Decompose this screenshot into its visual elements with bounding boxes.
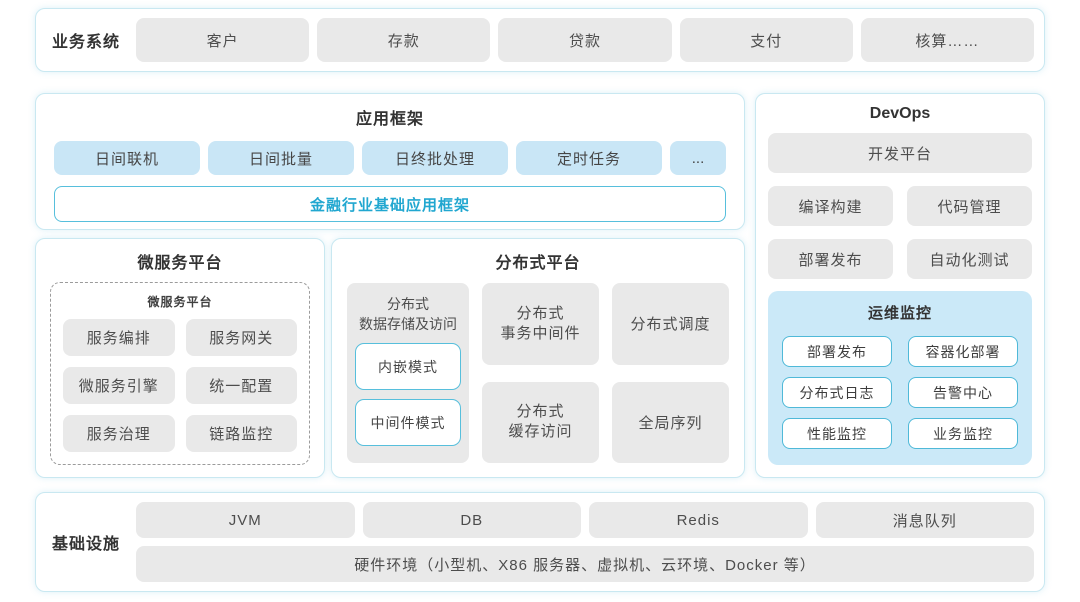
automated-testing-box: 自动化测试 (907, 239, 1032, 279)
ops-distributed-log-box: 分布式日志 (782, 377, 892, 408)
hardware-env-box: 硬件环境（小型机、X86 服务器、虚拟机、云环境、Docker 等） (136, 546, 1034, 582)
app-framework-title: 应用框架 (355, 111, 424, 128)
ops-deploy-release-box: 部署发布 (782, 336, 892, 367)
micro-item-tracing: 链路监控 (185, 415, 297, 452)
distributed-transaction-box: 分布式 事务中间件 (482, 283, 599, 365)
devops-title: DevOps (869, 105, 931, 122)
appfw-item-eod-batch: 日终批处理 (362, 141, 508, 175)
infra-item-mq: 消息队列 (815, 502, 1034, 538)
business-item-accounting: 核算…… (860, 18, 1035, 62)
micro-item-engine: 微服务引擎 (63, 367, 175, 404)
embedded-mode-box: 内嵌模式 (355, 343, 461, 391)
infra-item-redis: Redis (589, 502, 808, 538)
platforms-row: 微服务平台 微服务平台 服务编排 服务网关 微服务引擎 统一配置 服务治理 链路… (35, 238, 745, 478)
appfw-item-more: ... (670, 141, 726, 175)
hardware-env-row: 硬件环境（小型机、X86 服务器、虚拟机、云环境、Docker 等） (136, 546, 1034, 582)
distributed-platform-section: 分布式平台 分布式 数据存储及访问 内嵌模式 中间件模式 分布式 事务中间件 分… (331, 238, 745, 478)
ops-business-monitor-box: 业务监控 (908, 418, 1018, 449)
business-item-payment: 支付 (679, 18, 853, 62)
distributed-platform-title: 分布式平台 (495, 255, 581, 272)
infrastructure-section: 基础设施 JVM DB Redis 消息队列 硬件环境（小型机、X86 服务器、… (35, 492, 1045, 592)
appfw-item-daytime-online: 日间联机 (54, 141, 200, 175)
dev-platform-box: 开发平台 (768, 133, 1032, 173)
business-item-customer: 客户 (136, 18, 310, 62)
middle-area: 应用框架 日间联机 日间批量 日终批处理 定时任务 ... 金融行业基础应用框架… (35, 93, 1045, 478)
micro-item-orchestration: 服务编排 (63, 319, 175, 356)
microservice-inner-title: 微服务平台 (147, 295, 213, 309)
business-systems-section: 业务系统 客户 存款 贷款 支付 核算…… (35, 8, 1045, 72)
distributed-storage-label: 分布式 数据存储及访问 (359, 296, 457, 332)
infra-item-db: DB (362, 502, 581, 538)
business-systems-label: 业务系统 (51, 34, 120, 51)
devops-section: DevOps 开发平台 编译构建 代码管理 部署发布 自动化测试 运维监控 部署… (755, 93, 1045, 478)
ops-row-2: 分布式日志 告警中心 (782, 377, 1018, 408)
ops-container-deploy-box: 容器化部署 (908, 336, 1018, 367)
micro-item-governance: 服务治理 (63, 415, 175, 452)
ops-alert-center-box: 告警中心 (908, 377, 1018, 408)
distributed-storage-box: 分布式 数据存储及访问 内嵌模式 中间件模式 (347, 283, 469, 463)
business-item-deposit: 存款 (317, 18, 491, 62)
ops-row-1: 部署发布 容器化部署 (782, 336, 1018, 367)
distributed-cache-box: 分布式 缓存访问 (482, 381, 599, 463)
ops-row-3: 性能监控 业务监控 (782, 418, 1018, 449)
ops-performance-monitor-box: 性能监控 (782, 418, 892, 449)
app-framework-section: 应用框架 日间联机 日间批量 日终批处理 定时任务 ... 金融行业基础应用框架 (35, 93, 745, 230)
distributed-scheduling-box: 分布式调度 (612, 283, 729, 365)
infrastructure-boxes: JVM DB Redis 消息队列 硬件环境（小型机、X86 服务器、虚拟机、云… (136, 502, 1034, 582)
micro-item-gateway: 服务网关 (185, 319, 297, 356)
app-framework-boxes: 日间联机 日间批量 日终批处理 定时任务 ... (54, 141, 726, 175)
left-column: 应用框架 日间联机 日间批量 日终批处理 定时任务 ... 金融行业基础应用框架… (35, 93, 745, 478)
appfw-item-daytime-batch: 日间批量 (208, 141, 354, 175)
devops-row-1: 编译构建 代码管理 (768, 186, 1032, 226)
infrastructure-label: 基础设施 (51, 536, 120, 553)
appfw-item-scheduled-tasks: 定时任务 (516, 141, 662, 175)
business-systems-boxes: 客户 存款 贷款 支付 核算…… (136, 18, 1035, 62)
microservice-inner-box: 微服务平台 服务编排 服务网关 微服务引擎 统一配置 服务治理 链路监控 (50, 282, 310, 465)
microservice-grid: 服务编排 服务网关 微服务引擎 统一配置 服务治理 链路监控 (63, 319, 297, 452)
global-sequence-box: 全局序列 (612, 381, 729, 463)
deploy-release-box: 部署发布 (768, 239, 893, 279)
distributed-grid: 分布式 数据存储及访问 内嵌模式 中间件模式 分布式 事务中间件 分布式调度 分… (347, 283, 729, 463)
business-item-loan: 贷款 (498, 18, 672, 62)
microservice-platform-title: 微服务平台 (137, 255, 223, 272)
micro-item-config: 统一配置 (185, 367, 297, 404)
infrastructure-row: JVM DB Redis 消息队列 (136, 502, 1034, 538)
code-management-box: 代码管理 (907, 186, 1032, 226)
infra-item-jvm: JVM (136, 502, 355, 538)
ops-monitoring-panel: 运维监控 部署发布 容器化部署 分布式日志 告警中心 性能监控 业务监控 (768, 291, 1032, 465)
devops-row-2: 部署发布 自动化测试 (768, 239, 1032, 279)
financial-base-framework: 金融行业基础应用框架 (54, 186, 726, 222)
middleware-mode-box: 中间件模式 (355, 399, 461, 447)
microservice-platform-section: 微服务平台 微服务平台 服务编排 服务网关 微服务引擎 统一配置 服务治理 链路… (35, 238, 325, 478)
ops-monitoring-title: 运维监控 (867, 305, 932, 322)
compile-build-box: 编译构建 (768, 186, 893, 226)
